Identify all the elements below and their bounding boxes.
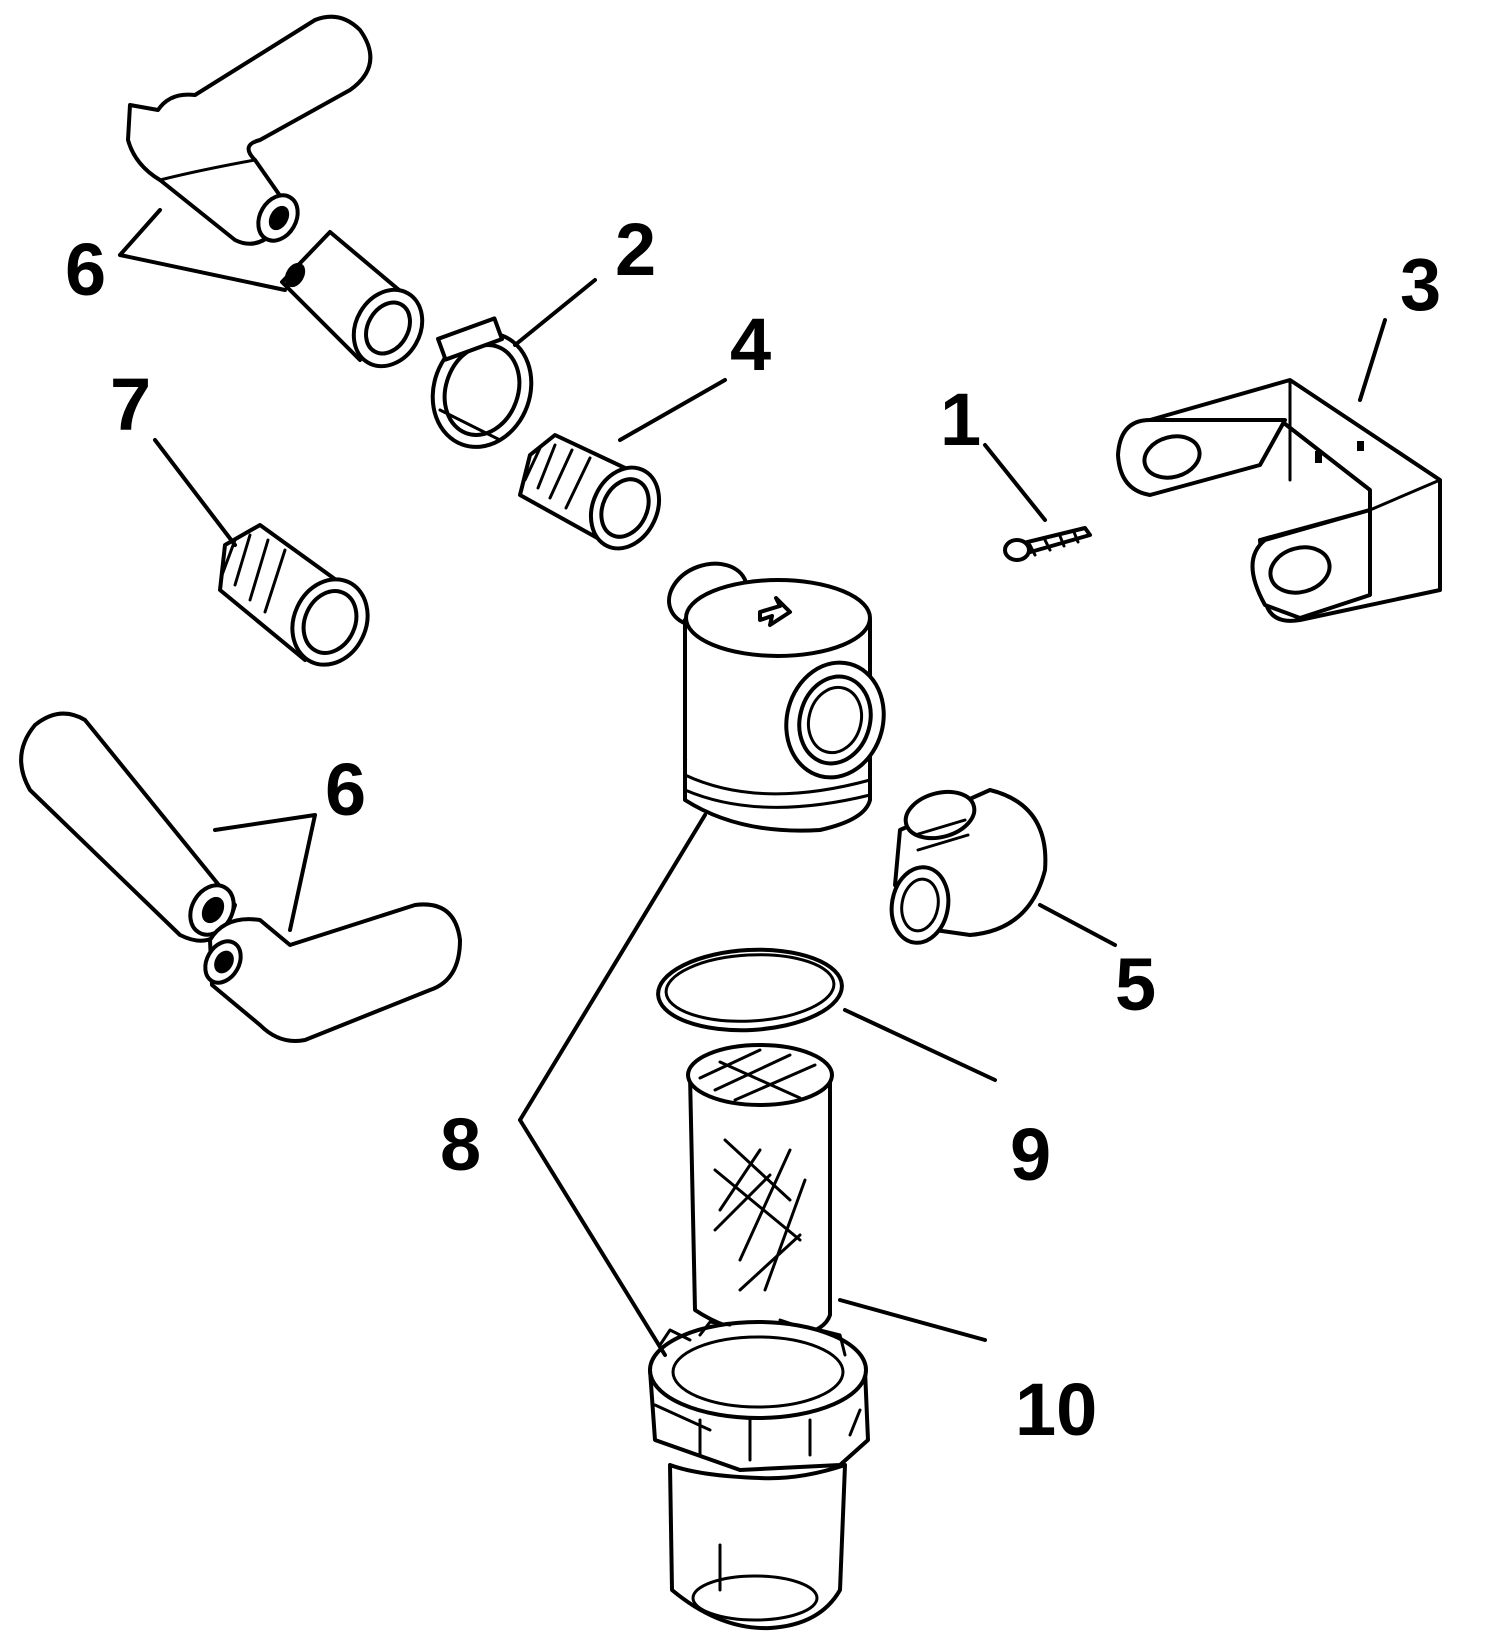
straight-hose-top [280, 230, 425, 369]
elbow-hose-top [126, 14, 373, 246]
callout-4: 4 [730, 303, 771, 386]
leader-9 [843, 1008, 997, 1082]
callout-3: 3 [1400, 243, 1441, 326]
leader-1 [983, 443, 1047, 522]
leader-7 [153, 438, 237, 547]
leader-10 [838, 1298, 987, 1342]
callout-9: 9 [1010, 1113, 1051, 1196]
hose-barb-fitting [218, 523, 370, 667]
mesh-strainer-screen [686, 1043, 834, 1338]
leader-6-bottom [213, 813, 317, 932]
callout-6-bottom: 6 [325, 748, 366, 831]
elbow-hose-bottom [203, 902, 462, 1043]
leader-6-top [118, 208, 287, 292]
strainer-bowl [648, 1318, 870, 1631]
callout-2: 2 [615, 208, 656, 291]
callout-10: 10 [1015, 1368, 1097, 1451]
callout-1: 1 [940, 378, 981, 461]
elbow-fitting [889, 788, 1048, 945]
leader-2 [513, 278, 597, 347]
leader-3 [1358, 318, 1387, 402]
callout-5: 5 [1115, 943, 1156, 1026]
callout-6-top: 6 [65, 228, 106, 311]
o-ring-gasket [656, 947, 844, 1033]
hose-barb-adapter [518, 433, 662, 551]
strainer-housing [667, 561, 886, 833]
leader-lines [118, 208, 1387, 1357]
callout-7: 7 [110, 363, 151, 446]
hose-clamp [430, 316, 534, 449]
leader-5 [1038, 903, 1117, 947]
leader-4 [618, 378, 727, 442]
straight-hose-bottom [19, 711, 237, 943]
leader-8 [518, 813, 707, 1357]
callout-8: 8 [440, 1103, 481, 1186]
mounting-screw [1003, 526, 1092, 562]
mounting-bracket [1116, 378, 1442, 623]
